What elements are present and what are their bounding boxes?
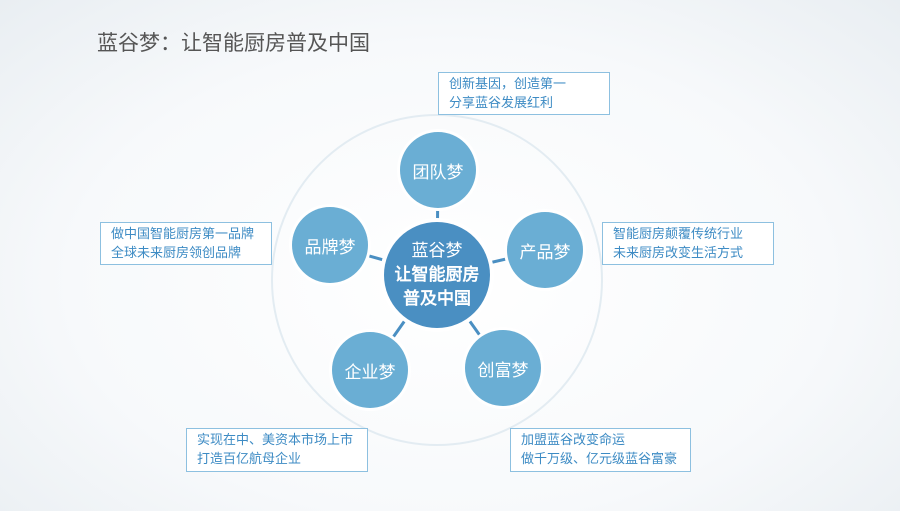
node-brand: 品牌梦 [292,207,368,283]
node-enterprise: 企业梦 [332,332,408,408]
box-team: 创新基因，创造第一 分享蓝谷发展红利 [438,72,610,115]
box-enterprise: 实现在中、美资本市场上市 打造百亿航母企业 [186,428,368,472]
box-enterprise-line1: 实现在中、美资本市场上市 [197,433,354,448]
outer-ring [271,114,603,446]
box-product: 智能厨房颠覆传统行业 未来厨房改变生活方式 [602,222,774,265]
box-wealth-line1: 加盟蓝谷改变命运 [521,433,626,448]
node-wealth: 创富梦 [465,330,541,406]
box-brand-line2: 全球未来厨房领创品牌 [111,246,242,261]
box-enterprise-line2: 打造百亿航母企业 [197,452,302,467]
node-team: 团队梦 [400,132,476,208]
center-line3: 普及中国 [403,289,471,309]
box-brand: 做中国智能厨房第一品牌 全球未来厨房领创品牌 [100,222,272,265]
center-node: 蓝谷梦 让智能厨房 普及中国 [384,222,490,328]
box-brand-line1: 做中国智能厨房第一品牌 [111,227,255,242]
center-line1: 蓝谷梦 [411,241,463,261]
node-product: 产品梦 [507,212,583,288]
box-wealth-line2: 做千万级、亿元级蓝谷富豪 [521,452,678,467]
box-team-line1: 创新基因，创造第一 [449,77,567,92]
box-product-line1: 智能厨房颠覆传统行业 [613,227,744,242]
center-line2: 让智能厨房 [394,265,480,285]
box-wealth: 加盟蓝谷改变命运 做千万级、亿元级蓝谷富豪 [510,428,691,472]
page-title: 蓝谷梦：让智能厨房普及中国 [97,31,370,55]
box-team-line2: 分享蓝谷发展红利 [449,96,554,111]
box-product-line2: 未来厨房改变生活方式 [613,246,744,261]
